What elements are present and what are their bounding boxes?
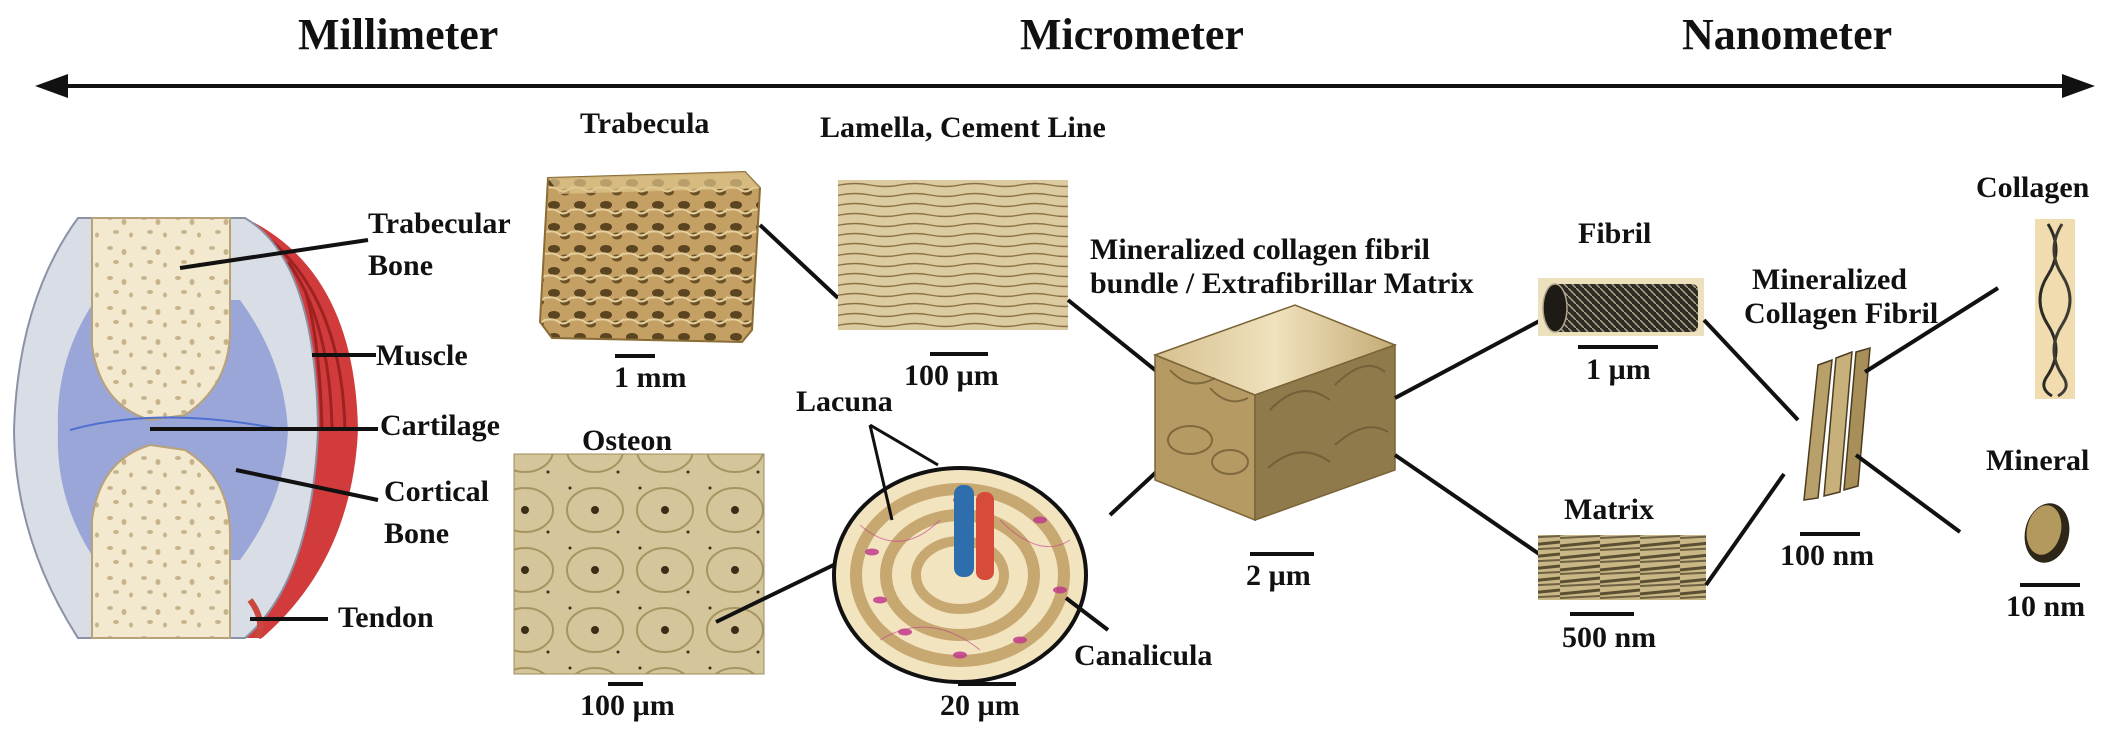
label-tendon: Tendon bbox=[338, 601, 434, 634]
scale-fibril: 1 µm bbox=[1586, 353, 1651, 386]
title-lamella: Lamella, Cement Line bbox=[820, 111, 1106, 144]
label-cortical-bone-1: Cortical bbox=[384, 475, 489, 508]
joint-leaders bbox=[150, 238, 379, 621]
label-trabecular-bone-2: Bone bbox=[368, 249, 434, 282]
label-muscle: Muscle bbox=[376, 339, 468, 372]
header-nanometer: Nanometer bbox=[1682, 10, 1893, 59]
canalicula-leader bbox=[1064, 596, 1110, 632]
scale-bundle: 2 µm bbox=[1246, 559, 1311, 592]
title-mineral: Mineral bbox=[1986, 444, 2090, 477]
trabecula-image bbox=[538, 170, 762, 344]
matrix-image bbox=[1538, 535, 1706, 600]
title-fibril: Fibril bbox=[1578, 217, 1652, 250]
title-matrix: Matrix bbox=[1564, 493, 1654, 526]
mineralized-fibril-image bbox=[1803, 346, 1871, 501]
scale-arrow bbox=[35, 74, 2095, 98]
label-trabecular-bone-1: Trabecular bbox=[368, 207, 511, 240]
label-canalicula: Canalicula bbox=[1074, 639, 1213, 672]
lamella-image bbox=[838, 180, 1068, 330]
title-mineralized-fibril-1: Mineralized bbox=[1752, 263, 1907, 296]
title-osteon: Osteon bbox=[582, 424, 672, 457]
title-mineralized-fibril-2: Collagen Fibril bbox=[1744, 297, 1939, 330]
scale-osteon-diagram: 20 µm bbox=[940, 689, 1020, 722]
osteon-image bbox=[513, 453, 765, 675]
bundle-connector-lines bbox=[1393, 316, 1547, 560]
label-lacuna: Lacuna bbox=[796, 385, 893, 418]
scale-mineralized-fibril: 100 nm bbox=[1780, 539, 1875, 572]
trabecula-to-lamella-line bbox=[758, 223, 840, 300]
fibril-matrix-connector-lines bbox=[1702, 318, 1800, 587]
fibril-bundle-cube bbox=[1152, 304, 1398, 522]
title-trabecula: Trabecula bbox=[580, 107, 710, 140]
label-cortical-bone-2: Bone bbox=[384, 517, 450, 550]
scale-bars bbox=[608, 345, 2080, 686]
scale-mineral: 10 nm bbox=[2006, 590, 2086, 623]
scale-osteon: 100 µm bbox=[580, 689, 675, 722]
mineral-image bbox=[2024, 503, 2070, 563]
title-bundle-2: bundle / Extrafibrillar Matrix bbox=[1090, 267, 1474, 300]
osteon-diagram bbox=[832, 466, 1088, 684]
header-micrometer: Micrometer bbox=[1020, 10, 1244, 59]
mineralized-fibril-connector-lines bbox=[1854, 286, 2000, 534]
collagen-image bbox=[2035, 219, 2075, 399]
title-collagen: Collagen bbox=[1976, 171, 2090, 204]
title-bundle-1: Mineralized collagen fibril bbox=[1090, 233, 1430, 266]
scale-lamella: 100 µm bbox=[904, 359, 999, 392]
osteon-leader bbox=[715, 556, 849, 624]
fibril-image bbox=[1538, 278, 1704, 336]
lacuna-pointers bbox=[868, 423, 939, 521]
scale-matrix: 500 nm bbox=[1562, 621, 1657, 654]
header-millimeter: Millimeter bbox=[298, 10, 499, 59]
label-cartilage: Cartilage bbox=[380, 409, 500, 442]
scale-trabecula: 1 mm bbox=[614, 361, 687, 394]
